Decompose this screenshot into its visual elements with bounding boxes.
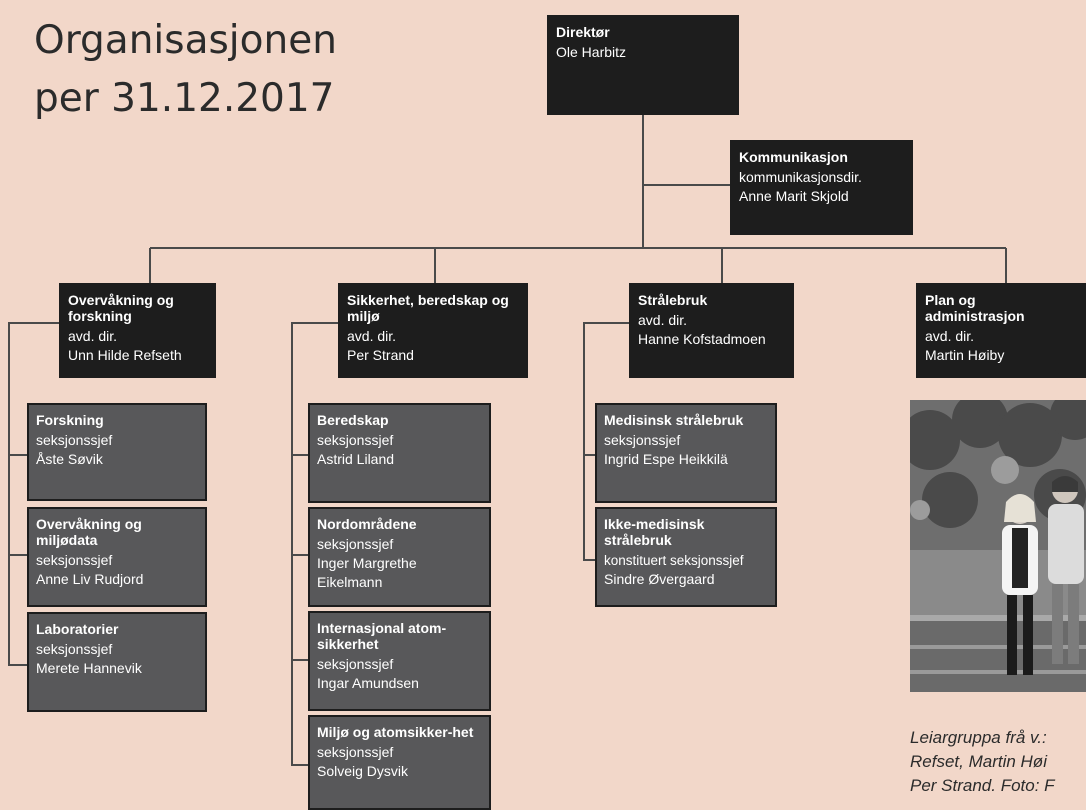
section-leader: Astrid Liland — [317, 451, 395, 467]
department-box-stralebruk: Strålebruk avd. dir. Hanne Kofstadmoen — [629, 283, 794, 378]
section-leader: Merete Hannevik — [36, 660, 142, 676]
section-leader: Inger Margrethe Eikelmann — [317, 555, 417, 590]
caption-line-2: Refset, Martin Høi — [910, 752, 1047, 771]
section-leader: Åste Søvik — [36, 451, 103, 467]
leadership-photo — [910, 400, 1086, 692]
section-heading: Forskning — [36, 412, 104, 428]
section-box-beredskap: Beredskap seksjonssjef Astrid Liland — [308, 403, 491, 503]
section-heading: Medisinsk strålebruk — [604, 412, 744, 428]
communication-heading: Kommunikasjon — [739, 149, 848, 165]
section-heading: Beredskap — [317, 412, 389, 428]
caption-line-3: Per Strand. Foto: F — [910, 776, 1055, 795]
communication-box: Kommunikasjon kommunikasjonsdir. Anne Ma… — [730, 140, 913, 235]
communication-name: Anne Marit Skjold — [739, 188, 849, 204]
department-heading: Overvåkning og forskning — [68, 292, 174, 324]
communication-role: kommunikasjonsdir. — [739, 169, 862, 185]
section-heading: Nordområdene — [317, 516, 417, 532]
section-leader: Anne Liv Rudjord — [36, 571, 144, 587]
section-role: seksjonssjef — [36, 552, 113, 568]
section-role: seksjonssjef — [317, 744, 394, 760]
page-title: Organisasjonen per 31.12.2017 — [34, 12, 337, 128]
section-box-nordomradene: Nordområdene seksjonssjef Inger Margreth… — [308, 507, 491, 607]
department-box-sikkerhet: Sikkerhet, beredskap og miljø avd. dir. … — [338, 283, 528, 378]
department-role: avd. dir. — [68, 328, 118, 344]
department-role: avd. dir. — [638, 312, 688, 328]
section-heading: Internasjonal atom-sikkerhet — [317, 620, 447, 652]
section-role: seksjonssjef — [36, 641, 113, 657]
section-heading: Overvåkning og miljødata — [36, 516, 142, 548]
section-role: konstituert seksjonssjef — [604, 553, 744, 568]
department-leader: Martin Høiby — [925, 347, 1005, 363]
director-box: Direktør Ole Harbitz — [547, 15, 739, 115]
section-role: seksjonssjef — [604, 432, 681, 448]
section-heading: Laboratorier — [36, 621, 119, 637]
section-leader: Solveig Dysvik — [317, 763, 409, 779]
section-box-atomsikkerhet: Internasjonal atom-sikkerhet seksjonssje… — [308, 611, 491, 711]
section-role: seksjonssjef — [317, 656, 394, 672]
section-role: seksjonssjef — [317, 536, 394, 552]
section-leader: Ingar Amundsen — [317, 675, 419, 691]
director-name: Ole Harbitz — [556, 44, 627, 60]
section-box-forskning: Forskning seksjonssjef Åste Søvik — [27, 403, 207, 501]
caption-line-1: Leiargruppa frå v.: — [910, 728, 1047, 747]
department-leader: Unn Hilde Refseth — [68, 347, 182, 363]
department-heading: Sikkerhet, beredskap og miljø — [347, 292, 509, 324]
section-box-ikke-medisinsk: Ikke-medisinsk strålebruk konstituert se… — [595, 507, 777, 607]
department-leader: Per Strand — [347, 347, 414, 363]
department-box-overvakning: Overvåkning og forskning avd. dir. Unn H… — [59, 283, 216, 378]
section-heading: Miljø og atomsikker-het — [317, 724, 474, 740]
section-leader: Ingrid Espe Heikkilä — [604, 451, 728, 467]
photo-caption: Leiargruppa frå v.: Refset, Martin Høi P… — [910, 726, 1086, 810]
section-box-miljo: Miljø og atomsikker-het seksjonssjef Sol… — [308, 715, 491, 810]
department-role: avd. dir. — [347, 328, 397, 344]
department-heading: Plan og administrasjon — [925, 292, 1025, 324]
section-leader: Sindre Øvergaard — [604, 571, 715, 587]
section-box-miljodata: Overvåkning og miljødata seksjonssjef An… — [27, 507, 207, 607]
section-heading: Ikke-medisinsk strålebruk — [604, 516, 705, 548]
title-line-2: per 31.12.2017 — [34, 76, 335, 121]
department-box-plan: Plan og administrasjon avd. dir. Martin … — [916, 283, 1086, 378]
title-line-1: Organisasjonen — [34, 18, 337, 63]
department-role: avd. dir. — [925, 328, 975, 344]
department-leader: Hanne Kofstadmoen — [638, 331, 766, 347]
department-heading: Strålebruk — [638, 292, 708, 308]
section-role: seksjonssjef — [317, 432, 394, 448]
section-box-medisinsk: Medisinsk strålebruk seksjonssjef Ingrid… — [595, 403, 777, 503]
section-box-laboratorier: Laboratorier seksjonssjef Merete Hannevi… — [27, 612, 207, 712]
director-heading: Direktør — [556, 24, 610, 40]
section-role: seksjonssjef — [36, 432, 113, 448]
